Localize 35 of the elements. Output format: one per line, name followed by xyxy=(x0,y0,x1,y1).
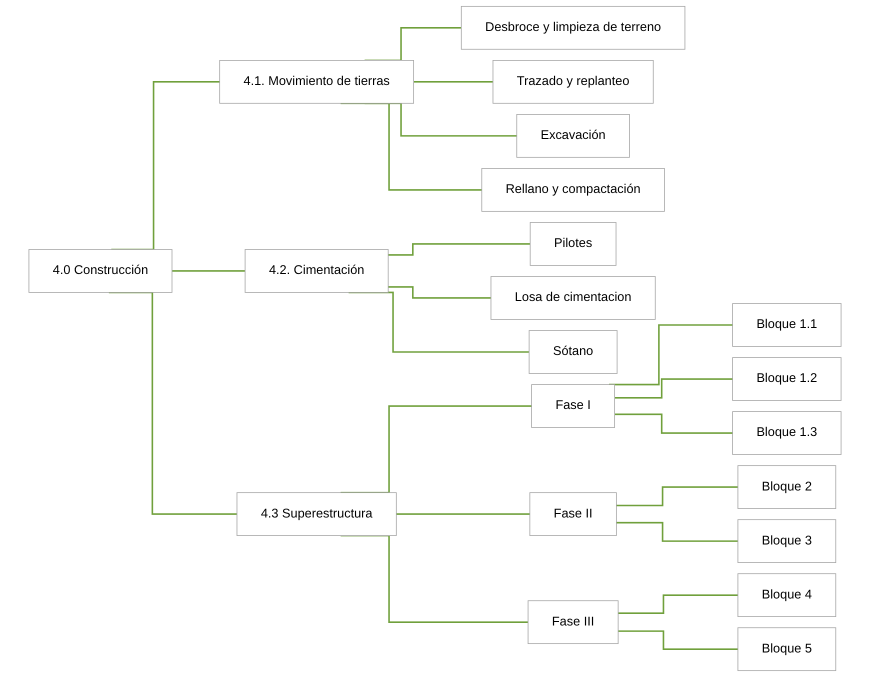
connector xyxy=(340,405,532,494)
node-box: Bloque 5 xyxy=(738,627,836,672)
connector xyxy=(614,414,733,434)
node-box: Rellano y compactación xyxy=(481,168,665,212)
node-box: Bloque 4 xyxy=(738,573,836,617)
node-box: Fase III xyxy=(528,600,619,644)
connector xyxy=(616,486,738,506)
connector xyxy=(388,243,530,256)
node-box: Fase II xyxy=(529,492,617,536)
connector xyxy=(618,630,738,650)
node-box: 4.0 Construcción xyxy=(28,249,172,293)
node-box: Sótano xyxy=(528,330,618,374)
node-box: Bloque 1.1 xyxy=(732,303,842,347)
node-box: 4.3 Superestructura xyxy=(236,492,397,536)
node-box: Desbroce y limpieza de terreno xyxy=(460,6,686,50)
node-box: Bloque 1.3 xyxy=(732,411,842,455)
node-box: Trazado y replanteo xyxy=(492,60,654,104)
connector xyxy=(111,81,220,250)
connector xyxy=(414,81,493,83)
node-box: Bloque 1.2 xyxy=(732,357,842,401)
node-box: 4.2. Cimentación xyxy=(244,249,389,293)
node-box: Bloque 3 xyxy=(738,519,836,563)
node-box: Excavación xyxy=(516,114,630,158)
node-box: Bloque 2 xyxy=(738,465,836,509)
connector xyxy=(388,286,491,299)
connector xyxy=(616,522,738,542)
node-box: Losa de cimentacion xyxy=(490,276,656,320)
connector xyxy=(172,270,246,272)
node-box: Fase I xyxy=(531,384,616,428)
node-box: 4.1. Movimiento de tierras xyxy=(219,60,414,104)
node-box: Pilotes xyxy=(530,222,616,266)
connector xyxy=(340,102,482,191)
connector xyxy=(614,378,733,399)
connector xyxy=(618,594,738,614)
connector xyxy=(396,513,530,515)
